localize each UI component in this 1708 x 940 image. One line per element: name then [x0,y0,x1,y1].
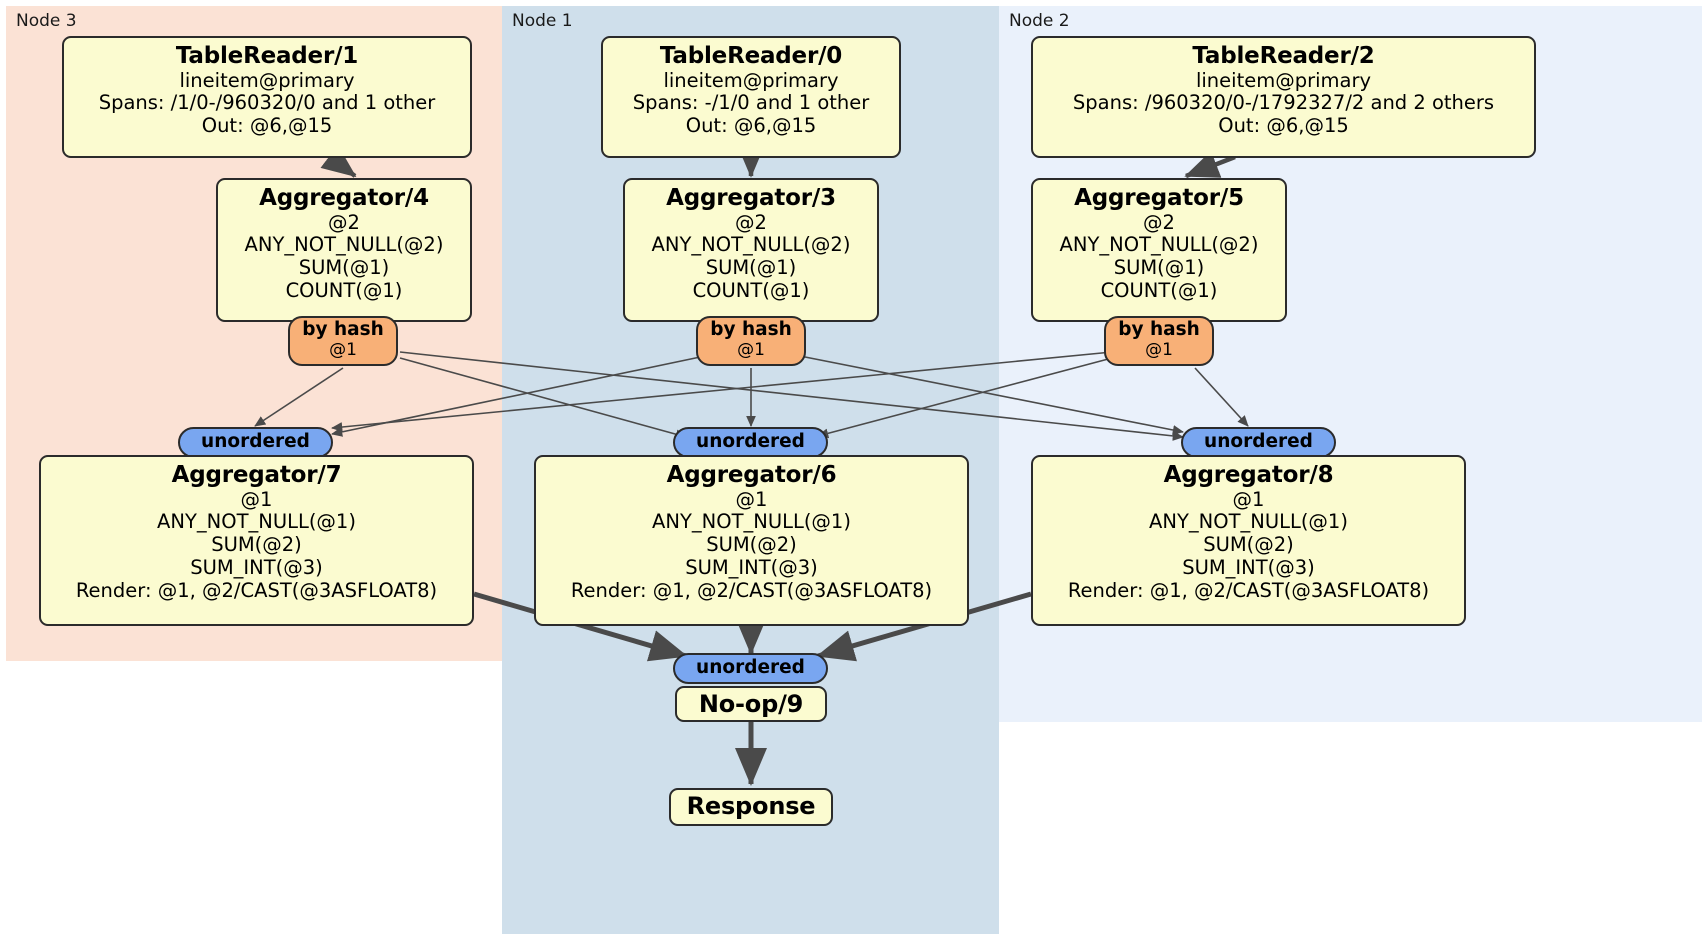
router-by-hash-left[interactable]: by hash @1 [288,316,398,366]
processor-render-line: Render: @1, @2/CAST(@3ASFLOAT8) [570,578,933,602]
router-subtitle: @1 [737,339,765,360]
processor-render-line: Render: @1, @2/CAST(@3ASFLOAT8) [75,578,438,602]
router-title: by hash [1118,319,1200,340]
processor-detail-line: ANY_NOT_NULL(@2) [1059,233,1259,257]
synchronizer-unordered-right[interactable]: unordered [1181,427,1336,458]
router-by-hash-right[interactable]: by hash @1 [1104,316,1214,366]
processor-detail-line: SUM(@2) [1203,533,1294,557]
processor-no-op-9[interactable]: No-op/9 [675,686,827,722]
processor-detail-line: Out: @6,@15 [685,114,817,138]
processor-aggregator-4[interactable]: Aggregator/4 @2 ANY_NOT_NULL(@2) SUM(@1)… [216,178,472,322]
processor-title: TableReader/0 [659,43,843,69]
node-region-label-node1: Node 1 [512,11,573,31]
processor-detail-line: Spans: /960320/0-/1792327/2 and 2 others [1072,91,1495,115]
processor-detail-line: ANY_NOT_NULL(@1) [652,510,851,534]
processor-title: Aggregator/3 [666,185,836,211]
processor-aggregator-8[interactable]: Aggregator/8 @1 ANY_NOT_NULL(@1) SUM(@2)… [1031,455,1466,626]
processor-detail-line: @2 [735,210,767,234]
processor-aggregator-3[interactable]: Aggregator/3 @2 ANY_NOT_NULL(@2) SUM(@1)… [623,178,879,322]
processor-detail-line: COUNT(@1) [285,278,403,302]
processor-detail-line: ANY_NOT_NULL(@2) [651,233,851,257]
synchronizer-unordered-final[interactable]: unordered [673,653,828,684]
processor-detail-line: lineitem@primary [1195,68,1372,92]
processor-detail-line: Out: @6,@15 [1218,114,1349,138]
synchronizer-unordered-left[interactable]: unordered [178,427,333,458]
router-by-hash-center[interactable]: by hash @1 [696,316,806,366]
processor-aggregator-6[interactable]: Aggregator/6 @1 ANY_NOT_NULL(@1) SUM(@2)… [534,455,969,626]
processor-detail-line: ANY_NOT_NULL(@1) [1149,510,1348,534]
processor-response[interactable]: Response [669,788,833,826]
processor-detail-line: COUNT(@1) [692,278,810,302]
processor-detail-line: SUM(@1) [298,256,390,280]
processor-title: Response [686,792,816,820]
synchronizer-unordered-center[interactable]: unordered [673,427,828,458]
processor-title: TableReader/1 [175,43,359,69]
processor-detail-line: Out: @6,@15 [201,114,333,138]
router-title: by hash [710,319,792,340]
processor-detail-line: SUM_INT(@3) [685,555,818,579]
processor-table-reader-0[interactable]: TableReader/0 lineitem@primary Spans: -/… [601,36,901,158]
node-region-label-node3: Node 3 [16,11,77,31]
processor-title: TableReader/2 [1192,43,1375,69]
processor-table-reader-1[interactable]: TableReader/1 lineitem@primary Spans: /1… [62,36,472,158]
processor-title: No-op/9 [698,690,804,718]
processor-detail-line: SUM_INT(@3) [1182,555,1315,579]
processor-detail-line: @1 [735,487,768,511]
processor-table-reader-2[interactable]: TableReader/2 lineitem@primary Spans: /9… [1031,36,1536,158]
processor-detail-line: ANY_NOT_NULL(@1) [157,510,356,534]
synchronizer-title: unordered [696,657,805,678]
processor-detail-line: @1 [1232,487,1265,511]
processor-title: Aggregator/6 [666,462,837,488]
processor-detail-line: COUNT(@1) [1100,278,1218,302]
processor-detail-line: @2 [1143,210,1175,234]
processor-aggregator-5[interactable]: Aggregator/5 @2 ANY_NOT_NULL(@2) SUM(@1)… [1031,178,1287,322]
synchronizer-title: unordered [201,431,310,452]
processor-detail-line: ANY_NOT_NULL(@2) [244,233,444,257]
processor-title: Aggregator/8 [1163,462,1334,488]
synchronizer-title: unordered [696,431,805,452]
synchronizer-title: unordered [1204,431,1313,452]
processor-detail-line: SUM_INT(@3) [190,555,323,579]
processor-detail-line: lineitem@primary [663,68,839,92]
router-title: by hash [302,319,384,340]
processor-detail-line: Spans: /1/0-/960320/0 and 1 other [98,91,436,115]
processor-detail-line: @2 [328,210,360,234]
processor-render-line: Render: @1, @2/CAST(@3ASFLOAT8) [1067,578,1430,602]
router-subtitle: @1 [1145,339,1173,360]
processor-detail-line: Spans: -/1/0 and 1 other [632,91,870,115]
processor-detail-line: lineitem@primary [179,68,355,92]
processor-title: Aggregator/5 [1074,185,1244,211]
router-subtitle: @1 [329,339,357,360]
processor-detail-line: SUM(@1) [1113,256,1205,280]
node-region-label-node2: Node 2 [1009,11,1070,31]
processor-aggregator-7[interactable]: Aggregator/7 @1 ANY_NOT_NULL(@1) SUM(@2)… [39,455,474,626]
processor-detail-line: @1 [240,487,273,511]
processor-detail-line: SUM(@2) [211,533,302,557]
processor-title: Aggregator/7 [171,462,342,488]
processor-title: Aggregator/4 [259,185,429,211]
processor-detail-line: SUM(@1) [705,256,797,280]
processor-detail-line: SUM(@2) [706,533,797,557]
